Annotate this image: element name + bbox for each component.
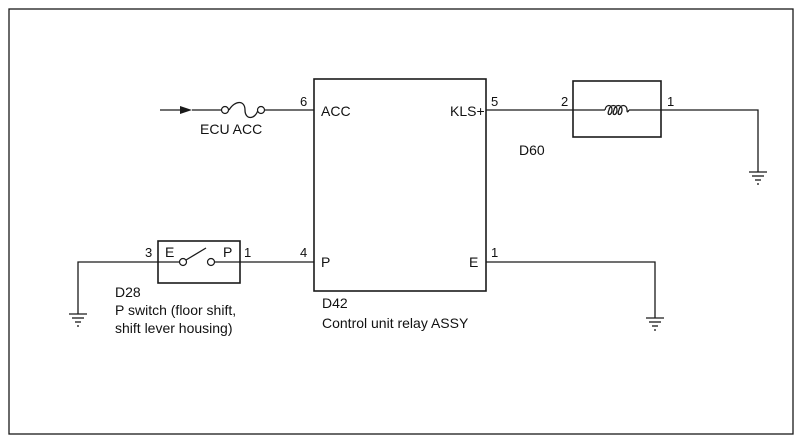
relay-pin-p-number: 4 (300, 245, 307, 260)
relay-pin-acc-name: ACC (321, 103, 351, 119)
switch-letter-p: P (223, 244, 232, 260)
control-unit-relay-box (313, 78, 487, 292)
wire-e-to-ground (486, 261, 656, 318)
solenoid-code: D60 (519, 142, 545, 158)
relay-pin-acc-number: 6 (300, 94, 307, 109)
wire-solenoid-to-ground (661, 109, 759, 172)
switch-code: D28 (115, 284, 141, 300)
ground-icon-solenoid (749, 171, 767, 185)
ground-icon-relay (646, 317, 664, 331)
input-arrow (160, 106, 192, 114)
solenoid-pin-right: 1 (667, 94, 674, 109)
switch-name-line1: P switch (floor shift, (115, 302, 236, 318)
fuse-label: ECU ACC (200, 121, 262, 137)
wire-switch-to-ground (77, 261, 158, 314)
fuse-symbol (220, 101, 266, 119)
relay-pin-p-name: P (321, 254, 330, 270)
relay-pin-e-number: 1 (491, 245, 498, 260)
ground-icon-switch (69, 313, 87, 327)
switch-name-line2: shift lever housing) (115, 320, 233, 336)
switch-pin-right: 1 (244, 245, 251, 260)
switch-letter-e: E (165, 244, 174, 260)
relay-name: Control unit relay ASSY (322, 315, 469, 331)
relay-pin-kls-name: KLS+ (450, 103, 485, 119)
switch-pin-left: 3 (145, 245, 152, 260)
relay-code: D42 (322, 295, 348, 311)
relay-pin-kls-number: 5 (491, 94, 498, 109)
relay-pin-e-name: E (469, 254, 478, 270)
solenoid-pin-left: 2 (561, 94, 568, 109)
switch-contact-icon (158, 247, 240, 267)
coil-icon (604, 104, 630, 116)
diagram-border (8, 8, 794, 435)
